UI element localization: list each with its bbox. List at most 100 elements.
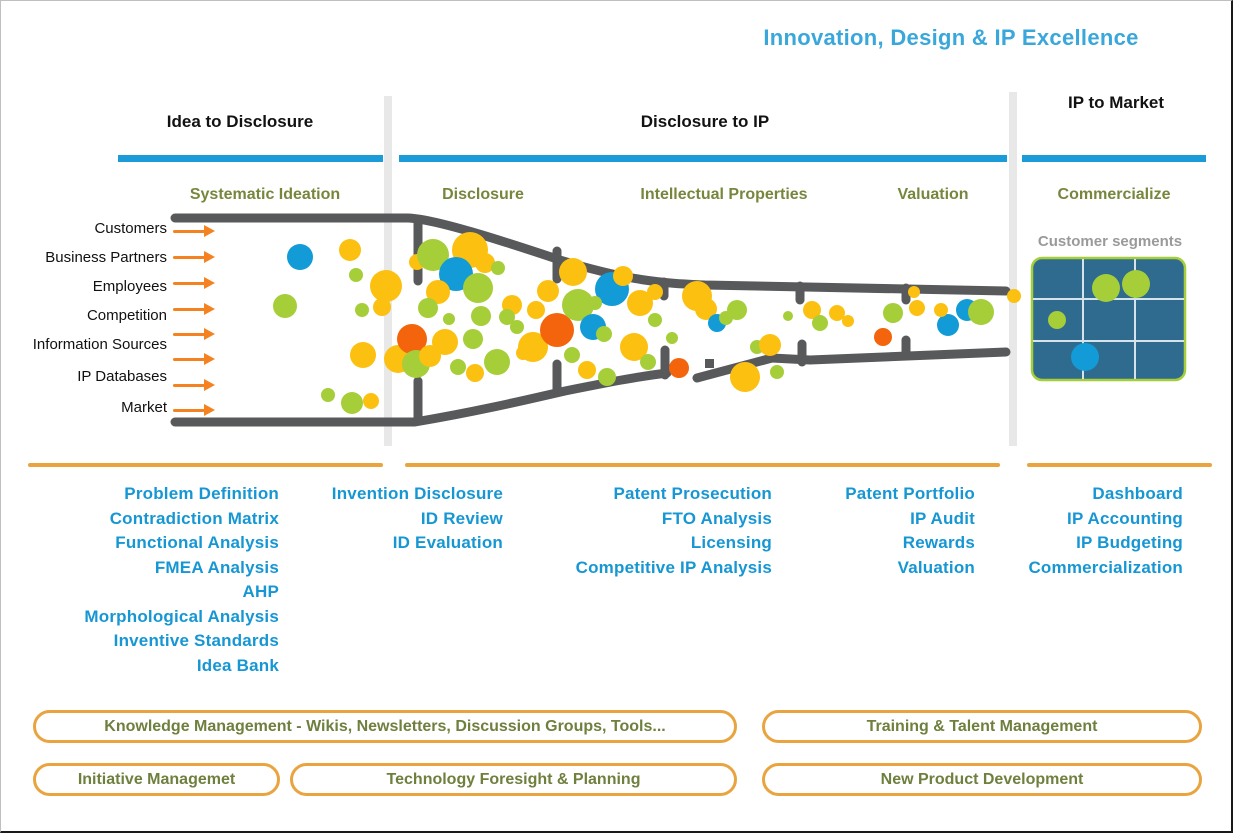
tool-item: FTO Analysis bbox=[661, 508, 772, 528]
idea-bubble bbox=[829, 305, 845, 321]
idea-bubble bbox=[402, 350, 430, 378]
tool-item: IP Audit bbox=[910, 508, 975, 528]
input-arrow-icon bbox=[173, 353, 215, 365]
idea-bubble bbox=[499, 309, 515, 325]
idea-bubble bbox=[350, 342, 376, 368]
idea-bubble bbox=[355, 303, 369, 317]
funnel-input-label: Market bbox=[121, 399, 167, 416]
funnel-input-label: Customers bbox=[94, 220, 167, 237]
phase-underline-bar bbox=[1022, 155, 1206, 162]
idea-bubble bbox=[419, 345, 441, 367]
tool-item: Invention Disclosure bbox=[331, 484, 503, 503]
idea-bubble bbox=[812, 315, 828, 331]
idea-bubble bbox=[580, 314, 606, 340]
tool-item: FMEA Analysis bbox=[154, 557, 279, 577]
funnel-input-label: IP Databases bbox=[77, 368, 167, 385]
idea-bubble bbox=[443, 313, 455, 325]
funnel-input-label: Employees bbox=[92, 278, 167, 295]
stage-systematic-ideation: Systematic Ideation bbox=[189, 186, 341, 203]
idea-bubble bbox=[598, 368, 616, 386]
customer-segments-label: Customer segments bbox=[1037, 233, 1183, 250]
idea-bubble bbox=[562, 289, 594, 321]
idea-bubble bbox=[934, 303, 948, 317]
idea-bubble bbox=[695, 298, 717, 320]
idea-bubble bbox=[613, 266, 633, 286]
idea-bubble bbox=[516, 346, 530, 360]
tool-item: Valuation bbox=[897, 557, 975, 577]
stage-disclosure: Disclosure bbox=[442, 186, 524, 203]
idea-bubble bbox=[432, 329, 458, 355]
tool-item: Dashboard bbox=[1092, 484, 1183, 503]
idea-bubble bbox=[803, 301, 821, 319]
tool-column: Invention Disclosure ID Review ID Evaluati… bbox=[300, 482, 503, 556]
tool-item: ID Evaluation bbox=[392, 533, 503, 552]
phase-underline-bar bbox=[118, 155, 383, 162]
idea-bubble bbox=[463, 273, 493, 303]
idea-bubble bbox=[937, 314, 959, 336]
idea-bubble bbox=[669, 358, 689, 378]
idea-bubble bbox=[648, 313, 662, 327]
tool-item: AHP bbox=[242, 582, 279, 601]
idea-bubble bbox=[908, 286, 920, 298]
pill-training-talent-management: Training & Talent Management bbox=[762, 710, 1202, 743]
idea-bubble bbox=[647, 284, 663, 300]
idea-bubble bbox=[417, 239, 449, 271]
idea-bubble bbox=[620, 333, 648, 361]
idea-bubble bbox=[475, 253, 495, 273]
idea-bubble bbox=[510, 320, 524, 334]
idea-bubble bbox=[426, 280, 450, 304]
section-divider bbox=[1009, 92, 1017, 446]
idea-bubble bbox=[842, 315, 854, 327]
funnel-outline bbox=[170, 213, 1011, 427]
idea-bubble bbox=[502, 295, 522, 315]
input-arrow-icon bbox=[173, 277, 215, 289]
tool-item: Idea Bank bbox=[196, 655, 279, 675]
idea-bubble bbox=[708, 314, 726, 332]
phase-disclosure-to-ip: Disclosure to IP bbox=[640, 112, 770, 131]
idea-bubble bbox=[730, 362, 760, 392]
stage-commercialize: Commercialize bbox=[1057, 186, 1171, 203]
idea-bubble bbox=[1092, 274, 1120, 302]
phase-idea-to-disclosure: Idea to Disclosure bbox=[166, 112, 314, 131]
funnel-input-label: Competition bbox=[86, 307, 167, 324]
idea-bubble bbox=[588, 296, 602, 310]
idea-bubble bbox=[909, 300, 925, 316]
idea-bubble bbox=[874, 328, 892, 346]
idea-bubble bbox=[527, 301, 545, 319]
input-arrow-icon bbox=[173, 328, 215, 340]
slide-title: Innovation, Design & IP Excellence bbox=[763, 25, 1139, 50]
idea-bubble bbox=[439, 257, 473, 291]
pill-knowledge-management: Knowledge Management - Wikis, Newsletter… bbox=[33, 710, 737, 743]
idea-bubble bbox=[491, 261, 505, 275]
phase-ip-to-market: IP to Market bbox=[1067, 93, 1165, 112]
idea-bubble bbox=[363, 393, 379, 409]
input-arrow-icon bbox=[173, 379, 215, 391]
idea-bubble bbox=[564, 347, 580, 363]
idea-bubble bbox=[349, 268, 363, 282]
funnel-input-label: Information Sources bbox=[32, 336, 167, 353]
tool-item: IP Accounting bbox=[1067, 508, 1183, 528]
funnel-marker-square bbox=[705, 359, 714, 368]
idea-bubble bbox=[1122, 270, 1150, 298]
input-arrow-icon bbox=[173, 251, 215, 263]
pill-technology-foresight-planning: Technology Foresight & Planning bbox=[290, 763, 737, 796]
tool-item: ID Review bbox=[420, 508, 503, 528]
idea-bubble bbox=[770, 365, 784, 379]
idea-bubble bbox=[578, 361, 596, 379]
tool-item: Morphological Analysis bbox=[84, 606, 279, 626]
idea-bubble bbox=[559, 258, 587, 286]
idea-bubble bbox=[627, 290, 653, 316]
idea-bubble bbox=[1048, 311, 1066, 329]
stage-intellectual-properties: Intellectual Properties bbox=[640, 186, 808, 203]
customer-segments-grid bbox=[1030, 256, 1187, 382]
idea-bubble bbox=[883, 303, 903, 323]
tool-item: Patent Portfolio bbox=[845, 484, 975, 503]
idea-bubble bbox=[640, 354, 656, 370]
idea-bubble bbox=[409, 254, 425, 270]
idea-bubble bbox=[540, 313, 574, 347]
idea-bubble bbox=[341, 392, 363, 414]
